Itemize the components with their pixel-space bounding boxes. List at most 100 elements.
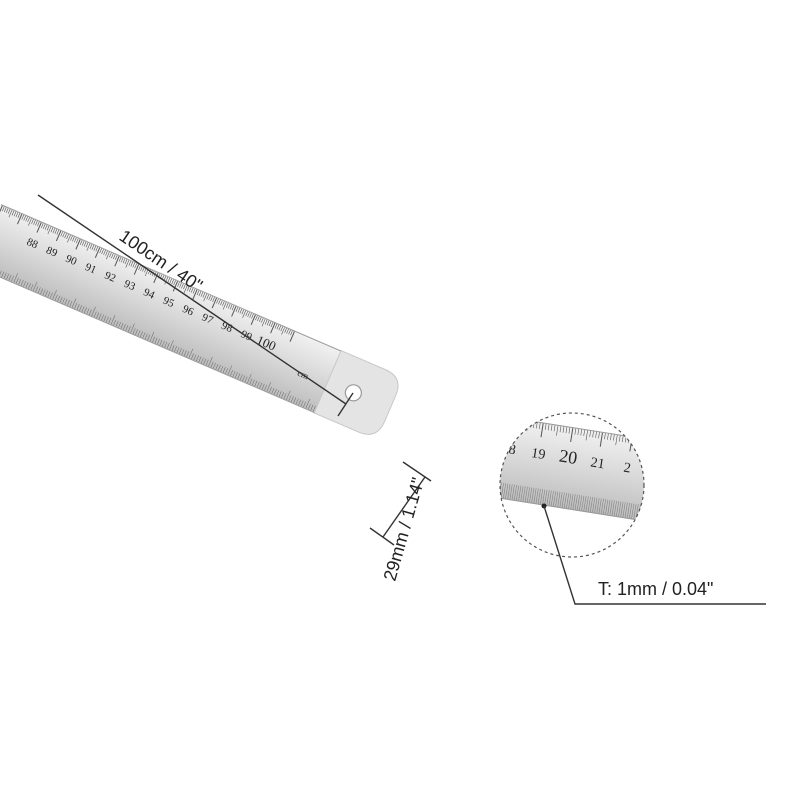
tick: [260, 317, 264, 323]
tick: [67, 299, 70, 306]
tick: [506, 417, 508, 424]
thickness-callout: T: 1mm / 0.04": [541, 503, 766, 605]
tick: [79, 239, 83, 245]
ruler-ticks-top: [0, 205, 295, 342]
tick: [235, 307, 239, 312]
tick: [213, 362, 216, 369]
tick: [557, 491, 561, 507]
tick: [609, 500, 613, 516]
tick: [234, 372, 238, 378]
tick: [89, 244, 93, 250]
tick: [6, 273, 10, 280]
tick: [42, 289, 46, 296]
tick: [518, 485, 522, 501]
tick: [607, 433, 609, 440]
tick: [200, 291, 204, 297]
tick: [518, 419, 520, 426]
tick: [237, 373, 241, 380]
tick: [62, 232, 65, 238]
tick: [477, 479, 479, 494]
tick: [239, 374, 243, 381]
tick: [556, 425, 559, 436]
tick: [105, 316, 109, 323]
tick: [645, 506, 647, 521]
tick: [75, 239, 81, 250]
tick: [15, 277, 19, 284]
tick: [1, 271, 5, 278]
tick: [270, 322, 274, 327]
tick: [652, 441, 653, 447]
tick: [198, 291, 202, 296]
tick: [49, 292, 53, 299]
tick: [566, 493, 570, 509]
ruler-number: 96: [181, 303, 196, 319]
tick: [241, 309, 245, 315]
tick: [20, 280, 24, 286]
tick: [618, 435, 621, 442]
tick: [536, 422, 538, 429]
tick: [495, 416, 496, 422]
tick: [640, 504, 643, 520]
tick: [281, 392, 285, 398]
tick: [134, 263, 137, 269]
tick: [550, 490, 554, 506]
tick: [76, 304, 80, 310]
tick: [264, 319, 268, 325]
tick: [79, 305, 83, 311]
tick: [600, 498, 604, 514]
tick: [264, 384, 267, 391]
tick: [192, 288, 196, 294]
tick: [218, 299, 221, 305]
tick: [480, 480, 482, 495]
tick: [67, 234, 71, 243]
tick: [550, 424, 553, 431]
tick: [192, 289, 198, 300]
tick: [631, 503, 635, 519]
tick: [615, 435, 618, 446]
tick: [605, 499, 609, 515]
tick: [217, 364, 221, 371]
tick: [589, 430, 591, 437]
tick: [555, 491, 559, 507]
tick: [191, 353, 194, 360]
tick: [636, 438, 639, 445]
tick: [271, 387, 275, 394]
tick: [259, 382, 263, 389]
tick: [642, 505, 644, 521]
tick: [613, 500, 617, 516]
tick: [81, 240, 85, 246]
tick: [140, 331, 143, 338]
tick: [113, 319, 117, 326]
tick: [486, 481, 488, 496]
tick: [177, 281, 180, 287]
tick: [295, 398, 299, 405]
tick: [93, 311, 97, 318]
detail-number: 19: [530, 446, 546, 463]
tick: [128, 260, 132, 266]
tick: [524, 420, 526, 427]
tick: [594, 497, 598, 513]
tick: [15, 212, 19, 218]
detail-number: 21: [589, 455, 605, 472]
tick: [572, 494, 576, 510]
width-dimension-end-tick-bottom: [369, 527, 395, 546]
ruler-number: 91: [83, 261, 98, 276]
tick: [171, 345, 175, 351]
tick: [208, 295, 211, 301]
tick: [45, 290, 48, 297]
tick: [230, 370, 233, 376]
width-dimension-end-tick-top: [402, 461, 432, 482]
tick: [633, 503, 637, 519]
tick: [153, 272, 159, 284]
ruler-number: 89: [44, 244, 59, 260]
tick: [28, 283, 31, 289]
tick: [133, 264, 140, 275]
tick: [579, 495, 583, 511]
tick: [88, 309, 92, 316]
tick: [624, 436, 627, 443]
detail-number: 2: [623, 461, 632, 477]
tick: [563, 492, 567, 508]
tick: [312, 405, 316, 412]
tick: [596, 498, 600, 513]
tick: [283, 393, 287, 399]
